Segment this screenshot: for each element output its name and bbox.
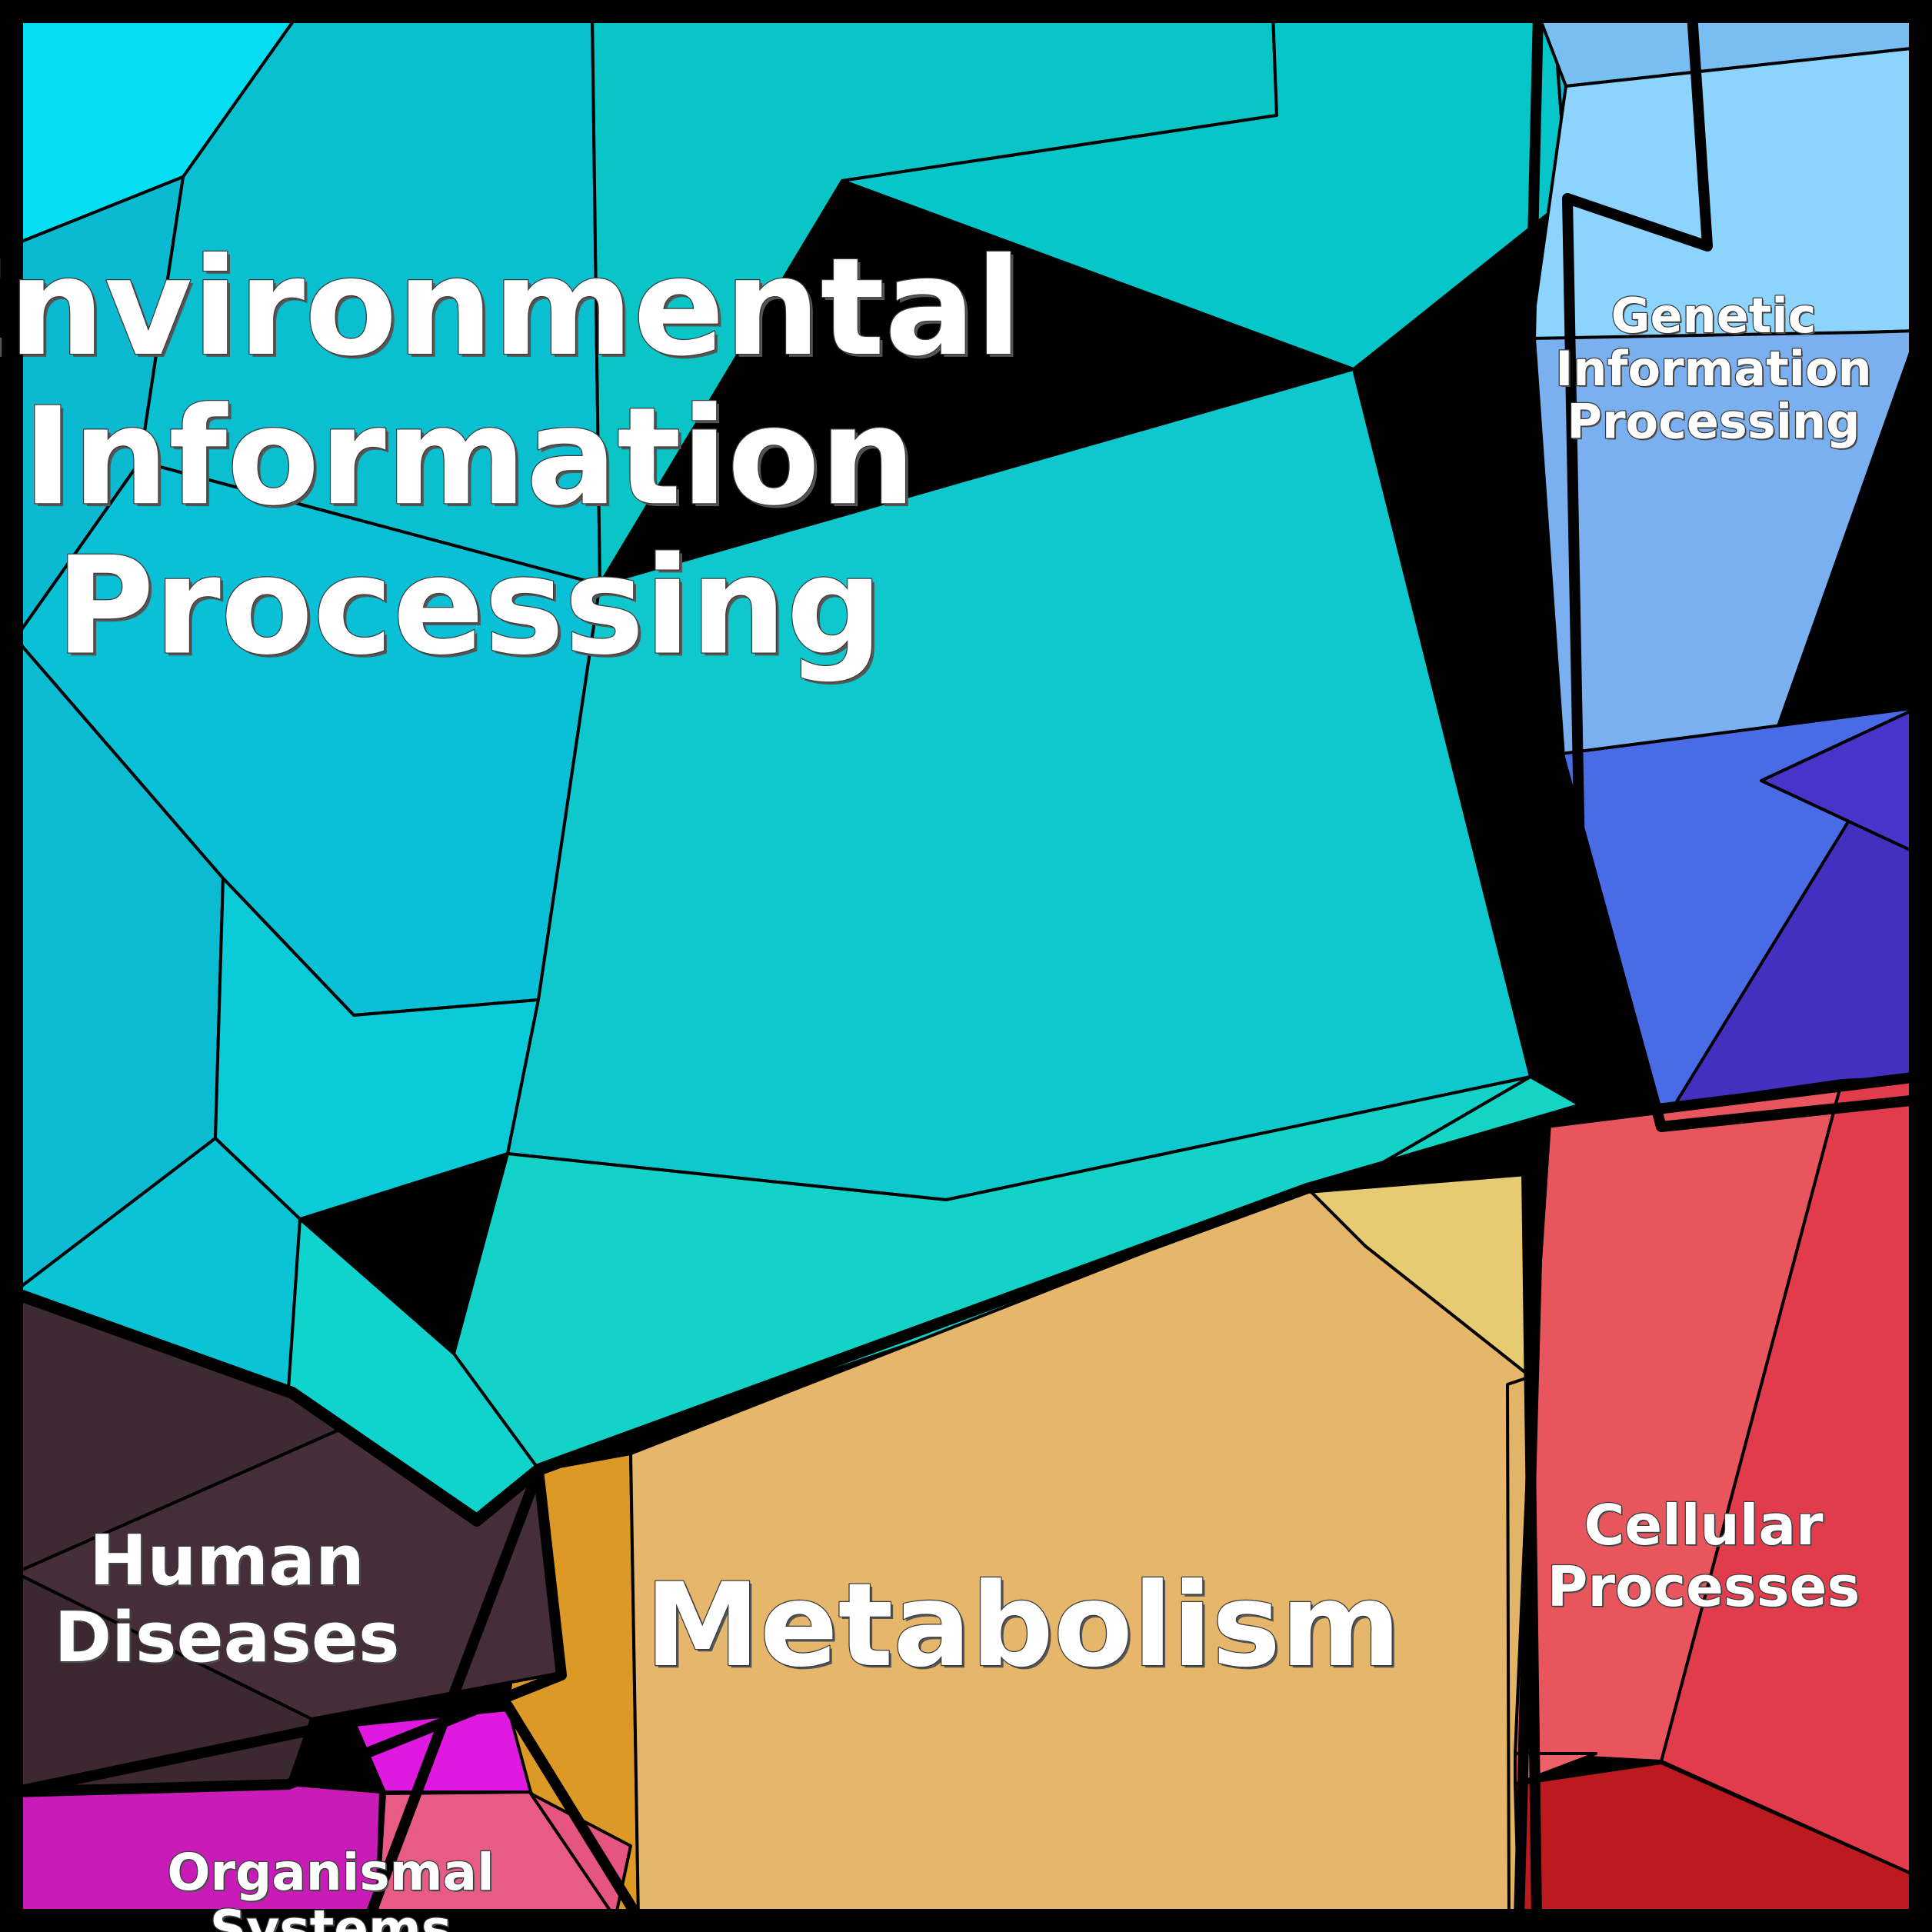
label-text-metabolism: Metabolism bbox=[645, 1559, 1401, 1693]
region-human-diseases[interactable] bbox=[12, 1292, 563, 1794]
region-outline-human-diseases bbox=[8, 1288, 567, 1797]
region-organismal-systems[interactable] bbox=[12, 1704, 632, 1920]
region-cellular-processes[interactable] bbox=[1514, 1075, 1920, 1920]
label-shadow-metabolism: Metabolism bbox=[648, 1561, 1404, 1695]
treemap-cells-layer bbox=[12, 12, 1920, 1920]
